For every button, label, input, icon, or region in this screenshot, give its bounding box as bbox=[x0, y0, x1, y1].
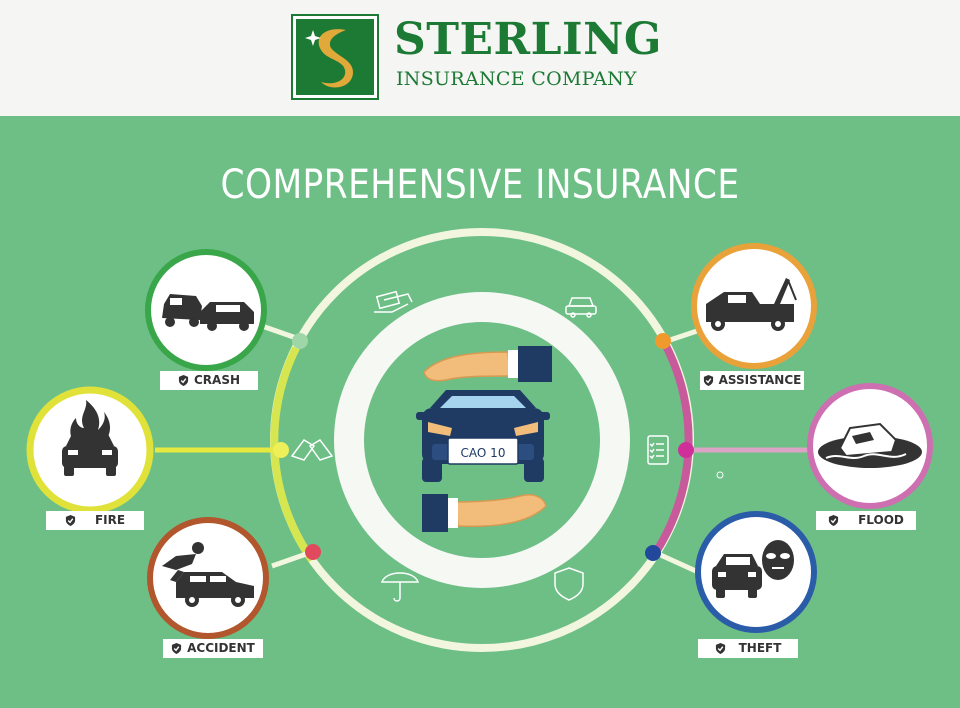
car-in-flood-icon bbox=[818, 422, 922, 468]
brand-subtitle: INSURANCE COMPANY bbox=[396, 68, 637, 90]
check-shield-icon bbox=[829, 515, 839, 526]
license-plate: CAO 10 bbox=[461, 446, 506, 460]
coverage-label-flood: FLOOD bbox=[816, 511, 916, 530]
umbrella-icon bbox=[380, 572, 420, 602]
coverage-fire bbox=[26, 386, 154, 514]
ring-dot bbox=[305, 544, 321, 560]
shield-icon bbox=[554, 567, 584, 601]
ring-dot bbox=[678, 442, 694, 458]
decorative-dot bbox=[716, 471, 724, 479]
cash-in-hand-icon bbox=[374, 290, 413, 313]
coverage-accident bbox=[147, 517, 269, 639]
left-ring-segment bbox=[270, 346, 316, 563]
check-shield-icon bbox=[715, 643, 725, 654]
coverage-label-fire: FIRE bbox=[46, 511, 144, 530]
coverage-flood bbox=[807, 383, 933, 509]
small-car-icon bbox=[565, 297, 597, 318]
pedestrian-accident-icon bbox=[162, 542, 254, 607]
coverage-crash bbox=[145, 249, 267, 371]
check-shield-icon bbox=[65, 515, 76, 526]
tow-truck-icon bbox=[706, 278, 797, 331]
coverage-label-text: ACCIDENT bbox=[187, 641, 255, 655]
handshake-icon bbox=[290, 439, 334, 461]
check-shield-icon bbox=[703, 375, 713, 386]
coverage-label-text: THEFT bbox=[738, 641, 782, 655]
coverage-label-theft: THEFT bbox=[698, 639, 798, 658]
ring-dot bbox=[645, 545, 661, 561]
car-collision-icon bbox=[162, 294, 254, 331]
coverage-label-text: FIRE bbox=[94, 513, 126, 527]
ring-dot bbox=[655, 333, 671, 349]
checklist-icon bbox=[647, 435, 669, 465]
coverage-theft bbox=[695, 511, 817, 633]
coverage-label-crash: CRASH bbox=[160, 371, 258, 390]
coverage-label-text: FLOOD bbox=[858, 513, 904, 527]
check-shield-icon bbox=[178, 375, 189, 386]
ring-dot bbox=[292, 333, 308, 349]
hands-protecting-car-icon bbox=[416, 346, 552, 532]
page-title: COMPREHENSIVE INSURANCE bbox=[220, 162, 740, 208]
coverage-label-text: ASSISTANCE bbox=[718, 373, 802, 387]
coverage-assistance bbox=[691, 243, 817, 369]
sterling-logo-icon bbox=[291, 14, 379, 100]
coverage-label-assistance: ASSISTANCE bbox=[700, 371, 804, 390]
car-thief-icon bbox=[712, 540, 794, 598]
connector-theft bbox=[652, 549, 700, 575]
brand-name: STERLING bbox=[394, 14, 662, 65]
check-shield-icon bbox=[172, 643, 182, 654]
ring-dot bbox=[273, 442, 289, 458]
coverage-label-text: CRASH bbox=[193, 373, 241, 387]
car-on-fire-icon bbox=[62, 400, 118, 476]
header-bar: STERLING INSURANCE COMPANY bbox=[0, 0, 960, 116]
coverage-label-accident: ACCIDENT bbox=[163, 639, 263, 658]
connector-accident bbox=[271, 549, 313, 569]
